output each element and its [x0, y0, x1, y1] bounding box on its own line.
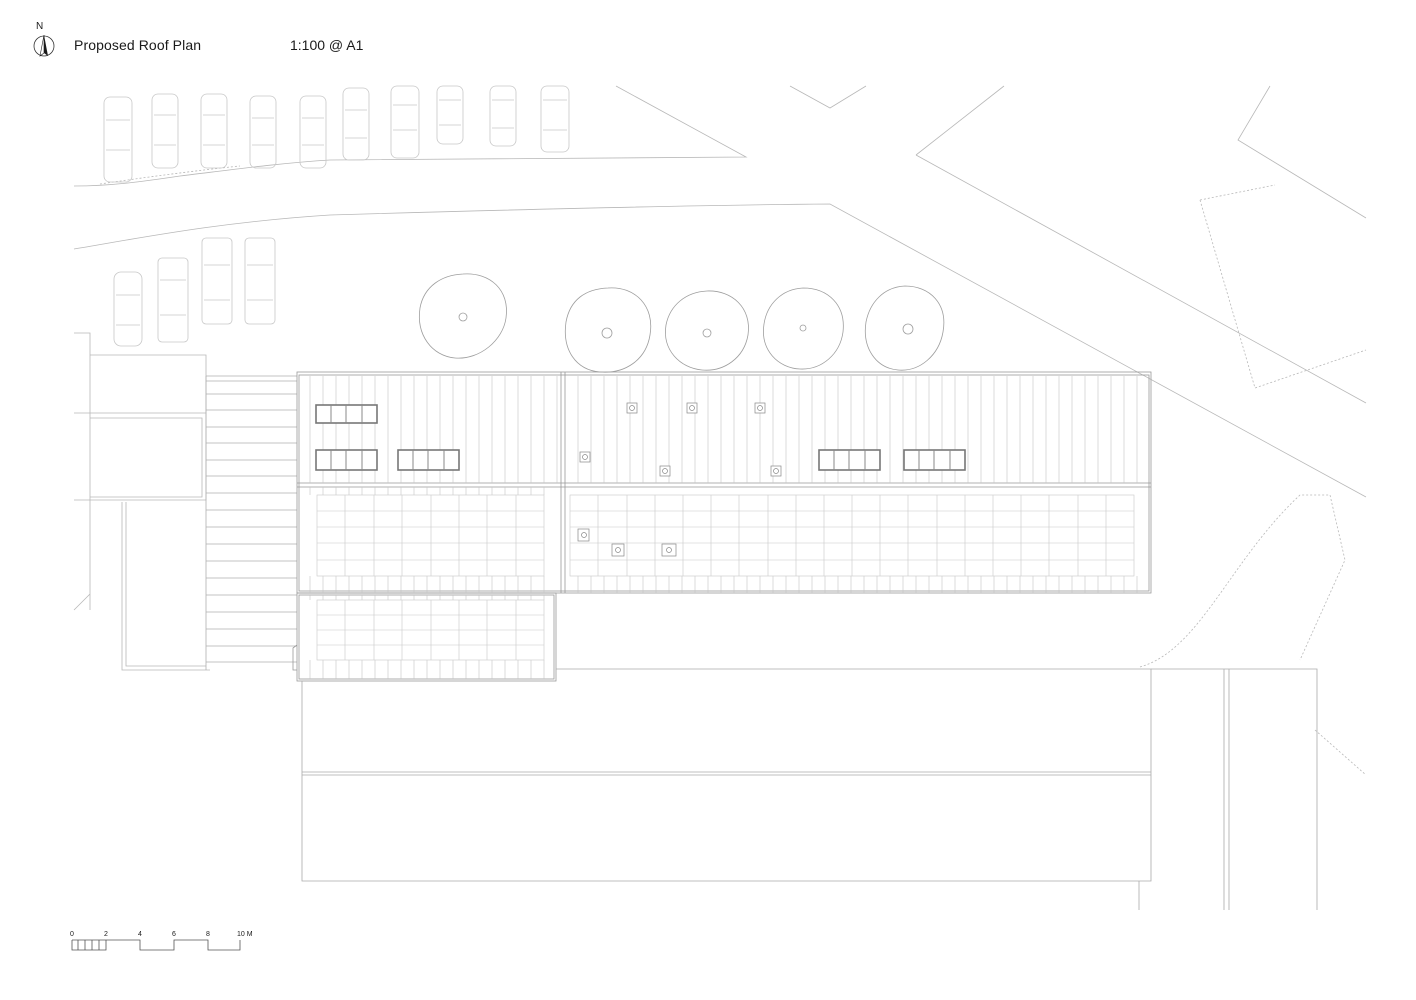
rooflight-mullions — [330, 405, 951, 470]
scalebar-tick-10: 10 M — [237, 931, 253, 938]
road-edge-north — [73, 85, 748, 187]
scalebar-tick-4: 4 — [138, 931, 142, 938]
road-edge-south — [73, 203, 1367, 498]
drawing-header: N Proposed Roof Plan 1:100 @ A1 — [0, 0, 1416, 70]
tree-2 — [564, 287, 652, 373]
trees — [418, 273, 945, 373]
road-edge-curb-dotted — [99, 165, 241, 185]
roof-vents — [577, 402, 782, 557]
tree-1 — [418, 273, 507, 359]
north-label: N — [36, 21, 44, 32]
road-notch — [789, 85, 867, 109]
scalebar-tick-6: 6 — [172, 931, 176, 938]
boundary-dotted-corner — [1314, 729, 1367, 776]
north-arrow-icon — [33, 34, 55, 57]
parked-cars-row2 — [113, 237, 276, 347]
scale-bar: 0 2 4 6 8 10 M — [70, 931, 253, 951]
tree-4 — [763, 287, 844, 370]
existing-building — [301, 668, 1318, 910]
scalebar-tick-2: 2 — [104, 931, 108, 938]
parked-cars-top — [103, 85, 570, 183]
main-roof — [292, 371, 1152, 682]
roof-seams — [309, 376, 1138, 679]
scalebar-tick-0: 0 — [70, 931, 74, 938]
tree-3 — [665, 290, 749, 371]
west-structures — [73, 332, 210, 671]
road-line-east — [915, 154, 1367, 404]
tree-5 — [864, 285, 945, 371]
steps — [205, 375, 297, 670]
drawing-title: Proposed Roof Plan — [74, 37, 202, 53]
drawing-scale: 1:100 @ A1 — [290, 37, 364, 53]
scalebar-tick-8: 8 — [206, 931, 210, 938]
boundary-dotted-east — [1199, 184, 1367, 389]
boundary-dotted-southeast — [1139, 494, 1346, 668]
pv-panel-arrays — [316, 494, 1135, 661]
road-corner-east — [1237, 85, 1367, 219]
road-edge-east — [915, 85, 1005, 156]
